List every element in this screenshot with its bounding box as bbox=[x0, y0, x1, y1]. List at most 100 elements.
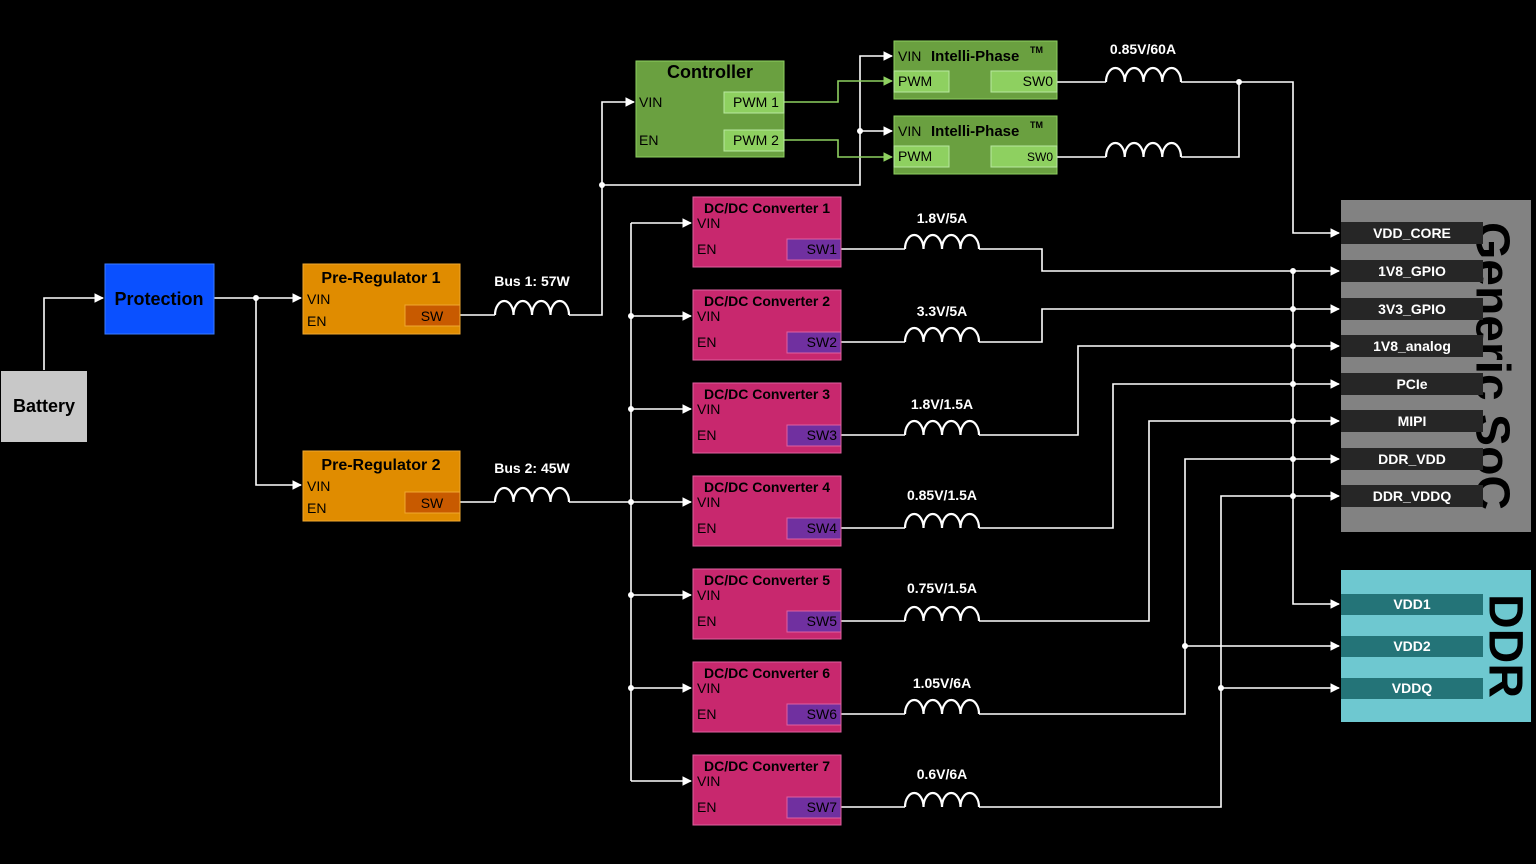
pre-regulator-2-en: EN bbox=[307, 500, 326, 516]
protection-block: Protection bbox=[104, 263, 215, 335]
ddr-rail-vdd2: VDD2 bbox=[1393, 638, 1431, 654]
soc-rail-mipi: MIPI bbox=[1398, 413, 1427, 429]
intelli-phase-2-sw: SW0 bbox=[1027, 150, 1053, 164]
converter7-rating: 0.6V/6A bbox=[917, 766, 968, 782]
soc-rail-1v8-gpio: 1V8_GPIO bbox=[1378, 263, 1446, 279]
intelli-phase-2-pwm: PWM bbox=[898, 148, 932, 164]
junction-dots bbox=[253, 79, 1296, 691]
pwm-wires bbox=[784, 76, 893, 162]
soc-rail-vdd-core: VDD_CORE bbox=[1373, 225, 1451, 241]
bus1-to-phase1-wire bbox=[859, 51, 893, 131]
converter-7-en: EN bbox=[697, 799, 716, 815]
converter4-rating: 0.85V/1.5A bbox=[907, 487, 977, 503]
soc-pin-2 bbox=[1341, 298, 1483, 320]
converter6-inductor bbox=[903, 698, 981, 715]
bus2-label: Bus 2: 45W bbox=[494, 460, 570, 476]
ddr-block: DDR VDD1 VDD2 VDDQ bbox=[1341, 570, 1532, 722]
converter-5-title: DC/DC Converter 5 bbox=[704, 572, 830, 588]
pre-regulator-2-sw-pin bbox=[404, 491, 461, 514]
bus1-to-phase2-wire bbox=[602, 126, 893, 186]
protection-to-pre2-wire bbox=[255, 298, 302, 490]
intelli-phase-1-name: Intelli-Phase bbox=[931, 48, 1019, 65]
soc-pin-0 bbox=[1341, 222, 1483, 244]
converter-1-en: EN bbox=[697, 241, 716, 257]
soc-pin-3 bbox=[1341, 335, 1483, 357]
core-inductor-2 bbox=[1104, 141, 1183, 158]
soc-rail-pcie: PCIe bbox=[1396, 376, 1427, 392]
pre-regulator-2-sw: SW bbox=[421, 495, 444, 511]
battery-label: Battery bbox=[13, 396, 75, 416]
controller-block: Controller VIN EN PWM 1 PWM 2 bbox=[635, 60, 785, 158]
pre-regulator-1-sw: SW bbox=[421, 308, 444, 324]
converter-6-vin: VIN bbox=[697, 680, 720, 696]
intelli-phase-2-tm: TM bbox=[1030, 120, 1043, 130]
converter-3-vin: VIN bbox=[697, 401, 720, 417]
generic-soc-block: Generic SoC VDD_CORE 1V8_GPIO 3V3_GPIO 1… bbox=[1341, 200, 1531, 532]
converter2-inductor bbox=[903, 326, 981, 343]
converter-2-sw-pin bbox=[786, 331, 842, 354]
pre-regulator-1-sw-pin bbox=[404, 304, 461, 327]
core-inductor-label: 0.85V/60A bbox=[1110, 41, 1176, 57]
controller-pwm1-pin bbox=[723, 91, 785, 114]
converter-2-vin: VIN bbox=[697, 308, 720, 324]
inductors bbox=[493, 66, 1183, 808]
converter-6-en: EN bbox=[697, 706, 716, 722]
pre-regulator-2-vin: VIN bbox=[307, 478, 330, 494]
converter-6-sw-pin bbox=[786, 703, 842, 726]
converter-2-en: EN bbox=[697, 334, 716, 350]
core-inductor-1 bbox=[1104, 66, 1183, 83]
pwm2-wire bbox=[784, 139, 893, 162]
converter-3-block: DC/DC Converter 3 VIN EN SW3 bbox=[692, 382, 842, 454]
soc-rail-1v8-analog: 1V8_analog bbox=[1373, 338, 1451, 354]
converter-1-sw: SW1 bbox=[807, 241, 838, 257]
controller-en: EN bbox=[639, 132, 658, 148]
converter3-rating: 1.8V/1.5A bbox=[911, 396, 973, 412]
intelli-phase-2-name: Intelli-Phase bbox=[931, 123, 1019, 140]
intelli-phase-1-vin: VIN bbox=[898, 48, 921, 64]
converter7-inductor bbox=[903, 791, 981, 808]
converter1-inductor bbox=[903, 233, 981, 250]
ddr-title: DDR bbox=[1479, 594, 1532, 698]
bus1-to-controller-wire bbox=[569, 97, 635, 316]
converter2-rating: 3.3V/5A bbox=[917, 303, 968, 319]
bus2-inductor bbox=[493, 486, 571, 503]
soc-rail-3v3-gpio: 3V3_GPIO bbox=[1378, 301, 1446, 317]
soc-pin-7 bbox=[1341, 485, 1483, 507]
bus1-inductor bbox=[493, 299, 571, 316]
3v3-gpio-wire bbox=[979, 304, 1340, 343]
converter-5-block: DC/DC Converter 5 VIN EN SW5 bbox=[692, 568, 842, 640]
controller-vin: VIN bbox=[639, 94, 662, 110]
bus1-label: Bus 1: 57W bbox=[494, 273, 570, 289]
converter-2-block: DC/DC Converter 2 VIN EN SW2 bbox=[692, 289, 842, 361]
intelli-phase-1-tm: TM bbox=[1030, 45, 1043, 55]
pre-regulator-2-title: Pre-Regulator 2 bbox=[321, 457, 440, 474]
converter-3-en: EN bbox=[697, 427, 716, 443]
1v8-analog-wire bbox=[979, 341, 1340, 436]
converter-3-title: DC/DC Converter 3 bbox=[704, 386, 830, 402]
ddr-pin-1 bbox=[1341, 636, 1483, 657]
converter-4-title: DC/DC Converter 4 bbox=[704, 479, 830, 495]
converter-2-title: DC/DC Converter 2 bbox=[704, 293, 830, 309]
converter-5-sw-pin bbox=[786, 610, 842, 633]
battery-to-protection-wire bbox=[43, 293, 104, 370]
converter-1-block: DC/DC Converter 1 VIN EN SW1 bbox=[692, 196, 842, 268]
soc-pin-5 bbox=[1341, 410, 1483, 432]
converter-6-block: DC/DC Converter 6 VIN EN SW6 bbox=[692, 661, 842, 733]
converter-4-block: DC/DC Converter 4 VIN EN SW4 bbox=[692, 475, 842, 547]
controller-pwm1: PWM 1 bbox=[733, 94, 779, 110]
controller-pwm2-pin bbox=[723, 129, 785, 152]
converter6-rating: 1.05V/6A bbox=[913, 675, 971, 691]
soc-rail-ddr-vdd: DDR_VDD bbox=[1378, 451, 1446, 467]
intelli-phase-1-pwm-pin bbox=[893, 70, 950, 93]
soc-pin-1 bbox=[1341, 260, 1483, 282]
converter5-rating: 0.75V/1.5A bbox=[907, 580, 977, 596]
protection-label: Protection bbox=[114, 289, 203, 309]
ddr-pin-0 bbox=[1341, 594, 1483, 615]
intelli-phase-1-block: VIN Intelli-Phase TM PWM SW0 bbox=[893, 40, 1058, 100]
pre-regulator-1-title: Pre-Regulator 1 bbox=[321, 270, 440, 287]
power-wires bbox=[43, 51, 1340, 808]
battery-block: Battery bbox=[1, 371, 87, 442]
converter-4-sw: SW4 bbox=[807, 520, 838, 536]
mipi-wire bbox=[979, 420, 1293, 622]
soc-rail-ddr-vddq: DDR_VDDQ bbox=[1373, 488, 1452, 504]
